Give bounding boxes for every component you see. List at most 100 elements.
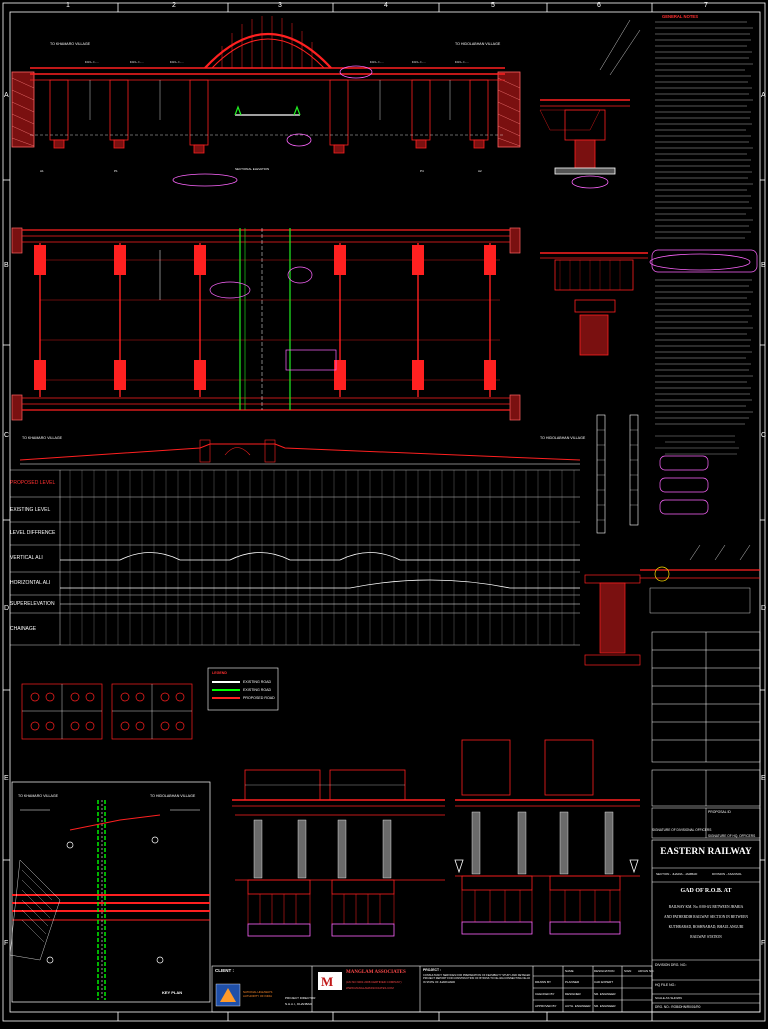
grid-col-3: 3	[278, 2, 282, 9]
svg-text:F.R.L.=.....: F.R.L.=.....	[170, 60, 184, 64]
drawing-title: GAD OF R.O.B. AT	[680, 888, 732, 894]
drawing-desc-line: KUTHRABAD, ROSHNABAD, BHAULANGURI	[668, 925, 744, 929]
grid-row-a: A	[4, 92, 9, 99]
grid-row-f-right: F	[761, 940, 766, 947]
grid-row-f: F	[4, 940, 9, 947]
grid-row-b-right: B	[761, 262, 766, 269]
cross-section-left	[232, 769, 445, 937]
project-description: CONSULTANCY SERVICES FOR PREPARATION OF …	[423, 974, 531, 984]
grid-col-6: 6	[597, 2, 601, 9]
grid-col-4: 4	[384, 2, 388, 9]
client-label: CLIENT :	[215, 968, 234, 973]
grid-col-2: 2	[172, 2, 176, 9]
signature-block	[651, 631, 761, 839]
svg-text:F.R.L.=.....: F.R.L.=.....	[85, 60, 99, 64]
client-name: NATIONAL HIGHWAYS AUTHORITY OF INDIA	[243, 990, 273, 998]
nhai-logo	[215, 983, 241, 1007]
grid-col-5: 5	[491, 2, 495, 9]
drawing-desc-line: RAILWAY KM. No. 0/00-0/2 BETWEEN JHARIA	[668, 905, 744, 909]
consultant-web: WWW.MANGLAMASSOCIATES.COM	[346, 986, 394, 990]
elevation-left-direction: TO KHAMARO VILLAGE	[50, 42, 91, 46]
svg-text:F.R.L.=.....: F.R.L.=.....	[412, 60, 426, 64]
grid-row-a-right: A	[761, 92, 766, 99]
profile-row-label: LEVEL DIFFRENCE	[10, 530, 56, 536]
table-cell: APPROVED BY	[535, 1004, 557, 1008]
svg-text:F.R.L.=.....: F.R.L.=.....	[455, 60, 469, 64]
key-plan-right-direction: TO HIDOLABHAN VILLAGE	[150, 794, 196, 798]
legend-item-label: PROPOSED ROAD	[243, 696, 275, 700]
grid-row-b: B	[4, 262, 9, 269]
project-label: PROJECT :	[423, 968, 442, 972]
profile-left-direction: TO KHAMARO VILLAGE	[22, 436, 63, 440]
consultant-tag: (AN ISO 9001:2008 CERTIFIED COMPANY)	[346, 980, 402, 984]
table-header: DESIGNATION	[594, 969, 615, 973]
hq-file-no: HQ FILE NO.:	[655, 983, 677, 987]
table-cell: CAD EXPERT	[594, 980, 614, 984]
table-cell: AUTH. ENGINEER	[565, 1004, 591, 1008]
signature-divisional-label: SIGNATURE OF DIVISIONAL OFFICERS	[652, 828, 712, 832]
grid-row-c-right: C	[761, 432, 767, 439]
title-block-frame	[211, 839, 761, 1013]
legend-title: LEGEND	[212, 671, 227, 675]
bearing-plan-details	[21, 683, 193, 740]
section-detail-a	[539, 19, 641, 189]
key-plan-left-direction: TO KHAMARO VILLAGE	[18, 794, 59, 798]
grid-col-1: 1	[66, 2, 70, 9]
table-header: ADVAN NO.	[638, 969, 655, 973]
elevation-right-direction: TO HIDOLABHAN VILLAGE	[455, 42, 501, 46]
table-header: SIGN	[624, 969, 632, 973]
profile-row-label: CHAINAGE	[10, 626, 37, 632]
notes-title: GENERAL NOTES	[662, 14, 698, 19]
railway-name: EASTERN RAILWAY	[660, 847, 752, 857]
svg-text:P1: P1	[114, 169, 118, 173]
legend-item-label: EXISTING ROAD	[243, 680, 272, 684]
grid-row-e: E	[4, 775, 9, 782]
signature-hq-label: SIGNATURE OF HQ. OFFICERS	[708, 834, 756, 838]
svg-text:M: M	[321, 974, 333, 989]
elevation-level-annotations: F.R.L.=..... F.R.L.=..... F.R.L.=..... F.R…	[40, 60, 482, 173]
grid-row-d-right: D	[761, 605, 767, 612]
table-cell: CHECKED BY	[535, 992, 555, 996]
profile-row-label: VERTICAL ALI	[10, 555, 43, 561]
proposal-id-label: PROPOSAL ID	[708, 810, 731, 814]
profile-row-label: HORIZONTAL ALI	[10, 580, 51, 586]
svg-text:SECTIONAL ELEVATION: SECTIONAL ELEVATION	[235, 167, 269, 171]
pier-elevation-detail	[596, 414, 639, 534]
drawing-number: DRG. NO.: ROB/DHN/R0/01/R0	[655, 1005, 701, 1009]
table-cell: DESIGNER	[565, 992, 581, 996]
drawing-desc-line: AND PATHERDIH RAILWAY SECTION IN BETWEEN	[664, 915, 748, 919]
profile-right-direction: TO HIDOLABHAN VILLAGE	[540, 436, 586, 440]
cross-section-right	[454, 739, 640, 935]
project-director-org: N.H.A.I., DHANBAD	[285, 1002, 312, 1006]
key-plan	[9, 781, 211, 1003]
bridge-elevation	[11, 16, 521, 187]
profile-row-label: PROPOSED LEVEL	[10, 480, 56, 486]
table-cell: SR. ENGINEER	[594, 992, 616, 996]
grid-col-7: 7	[704, 2, 708, 9]
legend-item-label: EXISTING ROAD	[243, 688, 272, 692]
division-drg-no: DIVISION DRG. NO.:	[655, 963, 688, 967]
grid-row-d: D	[4, 605, 10, 612]
svg-text:A2: A2	[478, 169, 482, 173]
profile-row-label: SUPERELEVATION	[10, 601, 55, 607]
longitudinal-profile	[10, 439, 581, 646]
drawing-desc-line: RAILWAY STATION	[690, 935, 722, 939]
consultant-name: MANGLAM ASSOCIATES	[346, 970, 406, 975]
grid-row-c: C	[4, 432, 10, 439]
division-text: DIVISION - ASANSOL	[712, 872, 742, 876]
approach-detail	[584, 544, 760, 666]
profile-row-label: EXISTING LEVEL	[10, 507, 51, 513]
section-detail-b	[540, 252, 751, 356]
project-director-label: PROJECT DIRECTOR	[285, 996, 316, 1000]
svg-text:A1: A1	[40, 169, 44, 173]
key-plan-title: KEY PLAN	[162, 990, 183, 995]
section-text: SECTION - JHARIA - JAMBAD	[656, 872, 698, 876]
grid-row-e-right: E	[761, 775, 766, 782]
legend-box	[207, 667, 279, 711]
table-cell: SR. ENGINEER	[594, 1004, 616, 1008]
scale-text: SCALE AS SHOWN	[655, 996, 682, 1000]
svg-text:F.R.L.=.....: F.R.L.=.....	[130, 60, 144, 64]
bridge-plan	[11, 227, 521, 421]
